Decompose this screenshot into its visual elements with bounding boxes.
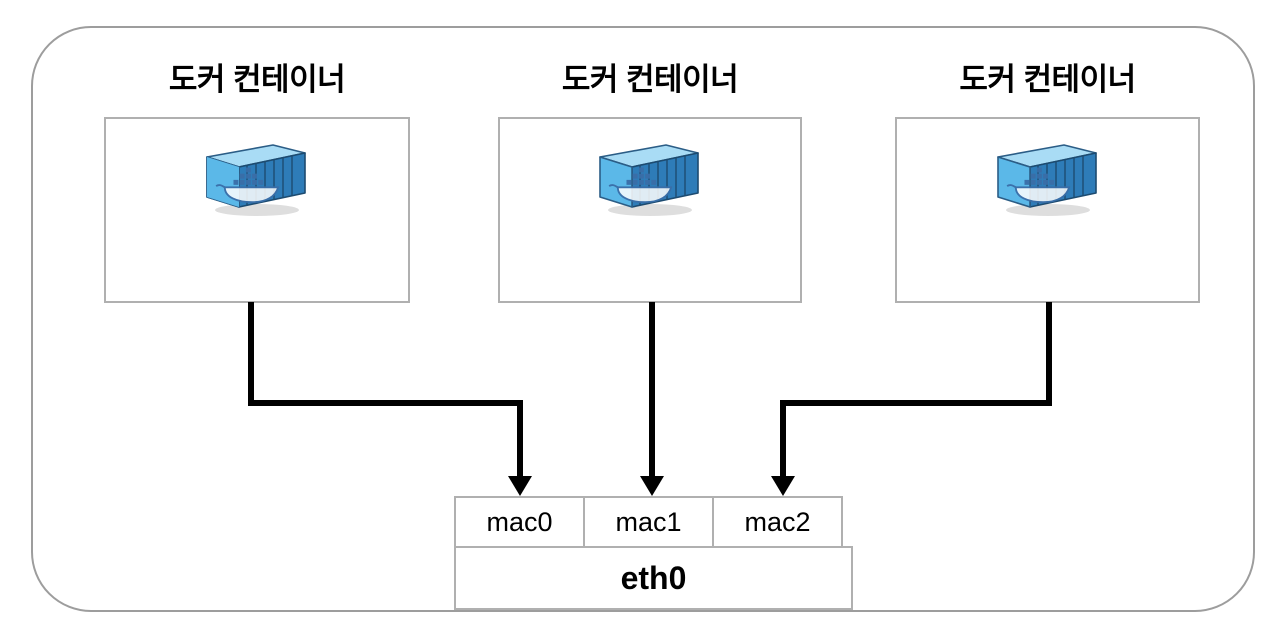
docker-container-box-3 <box>895 117 1200 303</box>
docker-container-icon <box>594 139 706 219</box>
mac-cell-1: mac1 <box>583 496 714 548</box>
connector-2-segment-down <box>649 302 655 482</box>
connector-3-segment-down <box>1046 302 1052 406</box>
docker-container-icon <box>201 139 313 219</box>
connector-3-arrowhead <box>771 476 795 496</box>
container-title-2: 도커 컨테이너 <box>561 62 739 97</box>
docker-container-box-1 <box>104 117 410 303</box>
host-machine-boundary <box>31 26 1255 612</box>
eth0-interface-label: eth0 <box>454 546 853 610</box>
connector-3-segment-drop <box>780 400 786 482</box>
connector-2-arrowhead <box>640 476 664 496</box>
mac-cell-0: mac0 <box>454 496 585 548</box>
network-interface-table: mac0 mac1 mac2 eth0 <box>454 496 853 610</box>
container-title-3: 도커 컨테이너 <box>959 62 1136 97</box>
connector-1-segment-right <box>248 400 523 406</box>
connector-1-segment-drop <box>517 400 523 482</box>
connector-1-arrowhead <box>508 476 532 496</box>
mac-cell-2: mac2 <box>712 496 843 548</box>
connector-1-segment-down <box>248 302 254 406</box>
docker-container-icon <box>992 139 1104 219</box>
connector-3-segment-left <box>780 400 1052 406</box>
docker-container-box-2 <box>498 117 802 303</box>
container-title-1: 도커 컨테이너 <box>168 62 346 97</box>
mac-address-row: mac0 mac1 mac2 <box>454 496 853 548</box>
